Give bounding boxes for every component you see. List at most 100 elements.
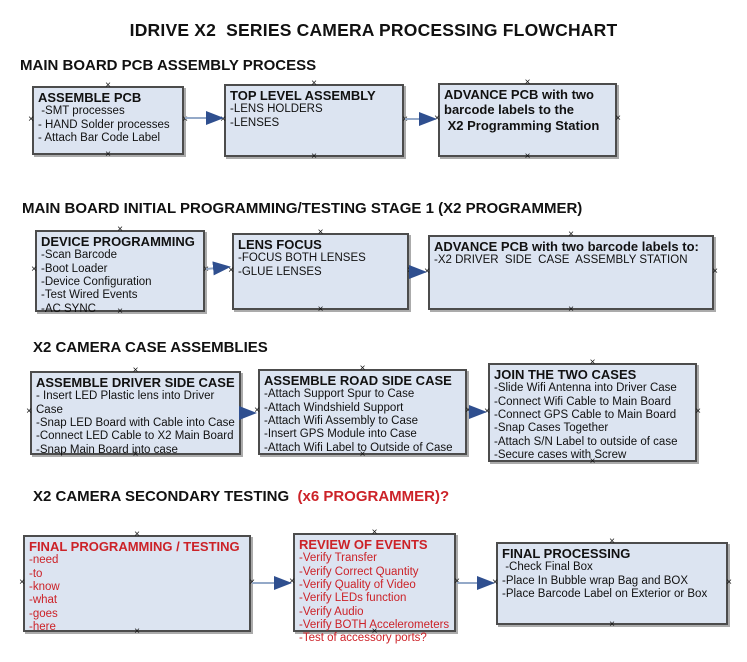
device-programming-item: -AC SYNC [41,302,96,315]
final-processing-connection-handle-n[interactable]: × [609,536,615,547]
page-title: IDRIVE X2 SERIES CAMERA PROCESSING FLOWC… [129,20,618,40]
review-of-events-item: -Verify Quality of Video [299,578,416,591]
final-programming-testing-item: -what [29,594,58,607]
advance-pcb-to-programming-station-title: ADVANCE PCB with two barcode labels to t… [444,87,600,133]
lens-focus-connection-handle-s[interactable]: × [317,304,324,315]
final-programming-testing-item: -to [29,567,43,580]
device-programming-connection-handle-w[interactable]: × [31,264,37,275]
join-the-two-cases-item: -Attach S/N Label to outside of case [494,435,678,448]
final-programming-testing-connection-handle-s[interactable]: × [134,626,140,637]
assemble-road-side-case-box[interactable]: ASSEMBLE ROAD SIDE CASE-Attach Support S… [254,364,471,460]
assemble-driver-side-case-box[interactable]: ASSEMBLE DRIVER SIDE CASE- Insert LED Pl… [26,366,245,460]
assemble-driver-side-case-item: -Snap LED Board with Cable into Case [36,416,235,429]
final-programming-testing-title: FINAL PROGRAMMING / TESTING [29,539,240,554]
assemble-pcb-title: ASSEMBLE PCB [38,90,142,105]
join-the-two-cases-item: -Snap Cases Together [494,422,609,435]
final-programming-testing-connection-handle-w[interactable]: × [19,576,25,588]
review-of-events-connection-handle-e[interactable]: × [454,575,460,587]
lens-focus-item: -GLUE LENSES [238,265,322,278]
x2-camera-case-assemblies-heading-text: X2 CAMERA CASE ASSEMBLIES [33,339,268,356]
assemble-pcb-item: - Attach Bar Code Label [38,131,161,144]
join-the-two-cases-connection-handle-s[interactable]: × [589,456,596,467]
assemble-pcb-connection-handle-w[interactable]: × [28,113,34,125]
advance-pcb-to-programming-station-connection-handle-w[interactable]: × [434,113,440,124]
final-programming-testing-connection-handle-n[interactable]: × [134,529,140,540]
join-the-two-cases-item: -Connect GPS Cable to Main Board [494,408,677,421]
final-programming-testing-item: -here [29,620,56,633]
device-programming-item: -Boot Loader [41,262,108,275]
assemble-road-side-case-connection-handle-s[interactable]: × [359,449,366,460]
final-programming-testing-item: -know [29,580,60,593]
assemble-driver-side-case-item: - Insert LED Plastic lens into Driver Ca… [36,390,218,416]
assemble-pcb-box[interactable]: ASSEMBLE PCB -SMT processes- HAND Solder… [28,81,188,160]
top-level-assembly-item: -LENS HOLDERS [230,103,323,116]
advance-pcb-to-programming-station-box[interactable]: ADVANCE PCB with two barcode labels to t… [434,78,621,162]
join-the-two-cases-connection-handle-n[interactable]: × [589,357,596,368]
final-programming-testing-box[interactable]: FINAL PROGRAMMING / TESTING-need-to-know… [19,530,255,637]
review-of-events-item: -Verify LEDs function [299,592,407,605]
x2-camera-secondary-testing-heading: X2 CAMERA SECONDARY TESTING (x6 PROGRAMM… [33,488,449,505]
assemble-driver-side-case-connection-handle-s[interactable]: × [132,449,139,460]
assemble-road-side-case-connection-handle-w[interactable]: × [254,405,260,416]
advance-pcb-to-case-assembly-box[interactable]: ADVANCE PCB with two barcode labels to:-… [424,230,718,315]
join-the-two-cases-connection-handle-w[interactable]: × [484,405,490,417]
final-processing-box[interactable]: FINAL PROCESSING -Check Final Box -Place … [492,537,732,630]
join-the-two-cases-box[interactable]: JOIN THE TWO CASES-Slide Wifi Antenna in… [484,358,701,467]
final-processing-connection-handle-s[interactable]: × [609,619,615,630]
assemble-road-side-case-connection-handle-e[interactable]: × [465,405,471,416]
main-board-pcb-assembly-heading-text: MAIN BOARD PCB ASSEMBLY PROCESS [20,57,317,74]
join-the-two-cases-title: JOIN THE TWO CASES [494,367,637,382]
review-of-events-connection-handle-w[interactable]: × [289,575,295,587]
device-programming-connection-handle-s[interactable]: × [117,306,123,317]
device-programming-connection-handle-e[interactable]: × [203,264,209,275]
assemble-road-side-case-item: -Attach Wifi Assembly to Case [264,414,419,427]
advance-pcb-to-case-assembly-item: -X2 DRIVER SIDE CASE ASSEMBLY STATION [434,254,688,267]
assemble-road-side-case-title: ASSEMBLE ROAD SIDE CASE [264,373,452,388]
device-programming-box[interactable]: DEVICE PROGRAMMING-Scan Barcode-Boot Loa… [31,225,209,317]
top-level-assembly-title: TOP LEVEL ASSEMBLY [230,88,376,103]
lens-focus-connection-handle-n[interactable]: × [317,227,324,238]
assemble-driver-side-case-item: -Connect LED Cable to X2 Main Board [36,430,234,443]
review-of-events-title: REVIEW OF EVENTS [299,537,428,552]
final-programming-testing-item: -need [29,554,59,567]
device-programming-item: -Scan Barcode [41,249,118,262]
final-processing-item: -Check Final Box [502,561,593,574]
assemble-driver-side-case-connection-handle-n[interactable]: × [132,365,139,376]
advance-pcb-to-case-assembly-connection-handle-n[interactable]: × [568,229,574,240]
advance-pcb-to-case-assembly-connection-handle-w[interactable]: × [424,265,430,277]
assemble-pcb-connection-handle-n[interactable]: × [105,80,111,91]
join-the-two-cases-item: -Slide Wifi Antenna into Driver Case [494,382,677,395]
join-the-two-cases-connection-handle-e[interactable]: × [695,405,701,417]
lens-focus-box[interactable]: LENS FOCUS-FOCUS BOTH LENSES-GLUE LENSES… [228,228,413,315]
lens-focus-connection-handle-w[interactable]: × [228,264,234,276]
final-processing-connection-handle-e[interactable]: × [726,576,732,588]
final-processing-title: FINAL PROCESSING [502,546,631,561]
assemble-pcb-connection-handle-s[interactable]: × [105,149,111,160]
review-of-events-connection-handle-n[interactable]: × [371,527,378,538]
assemble-road-side-case-connection-handle-n[interactable]: × [359,363,366,374]
assemble-driver-side-case-item: -Snap Main Board into case [36,443,178,456]
advance-pcb-to-case-assembly-connection-handle-s[interactable]: × [568,304,574,315]
advance-pcb-to-programming-station-connection-handle-s[interactable]: × [524,151,531,162]
assemble-driver-side-case-connection-handle-w[interactable]: × [26,406,32,417]
assemble-driver-side-case-title: ASSEMBLE DRIVER SIDE CASE [36,375,235,390]
x2-camera-secondary-testing-heading-text: (x6 PROGRAMMER)? [297,488,450,505]
review-of-events-item: -Verify Audio [299,605,364,618]
main-board-pcb-assembly-heading: MAIN BOARD PCB ASSEMBLY PROCESS [20,57,316,74]
final-processing-item: -Place Barcode Label on Exterior or Box [502,587,708,600]
review-of-events-box[interactable]: REVIEW OF EVENTS-Verify Transfer-Verify … [289,528,460,645]
top-level-assembly-box[interactable]: TOP LEVEL ASSEMBLY-LENS HOLDERS-LENSES××… [220,79,408,162]
top-level-assembly-connection-handle-s[interactable]: × [311,151,317,162]
top-level-assembly-connection-handle-n[interactable]: × [311,78,317,89]
review-of-events-connection-handle-s[interactable]: × [371,626,378,637]
connector-3-arrow[interactable] [205,261,231,276]
advance-pcb-to-programming-station-connection-handle-e[interactable]: × [615,113,621,124]
advance-pcb-to-programming-station-connection-handle-n[interactable]: × [524,77,531,88]
device-programming-item: -Test Wired Events [41,289,138,302]
advance-pcb-to-case-assembly-connection-handle-e[interactable]: × [712,265,718,277]
final-processing-connection-handle-w[interactable]: × [492,576,498,588]
device-programming-connection-handle-n[interactable]: × [117,224,123,235]
assemble-road-side-case-item: -Insert GPS Module into Case [264,428,417,441]
advance-pcb-to-case-assembly-title: ADVANCE PCB with two barcode labels to: [434,239,699,254]
review-of-events-item: -Test of accessory ports? [299,632,427,645]
